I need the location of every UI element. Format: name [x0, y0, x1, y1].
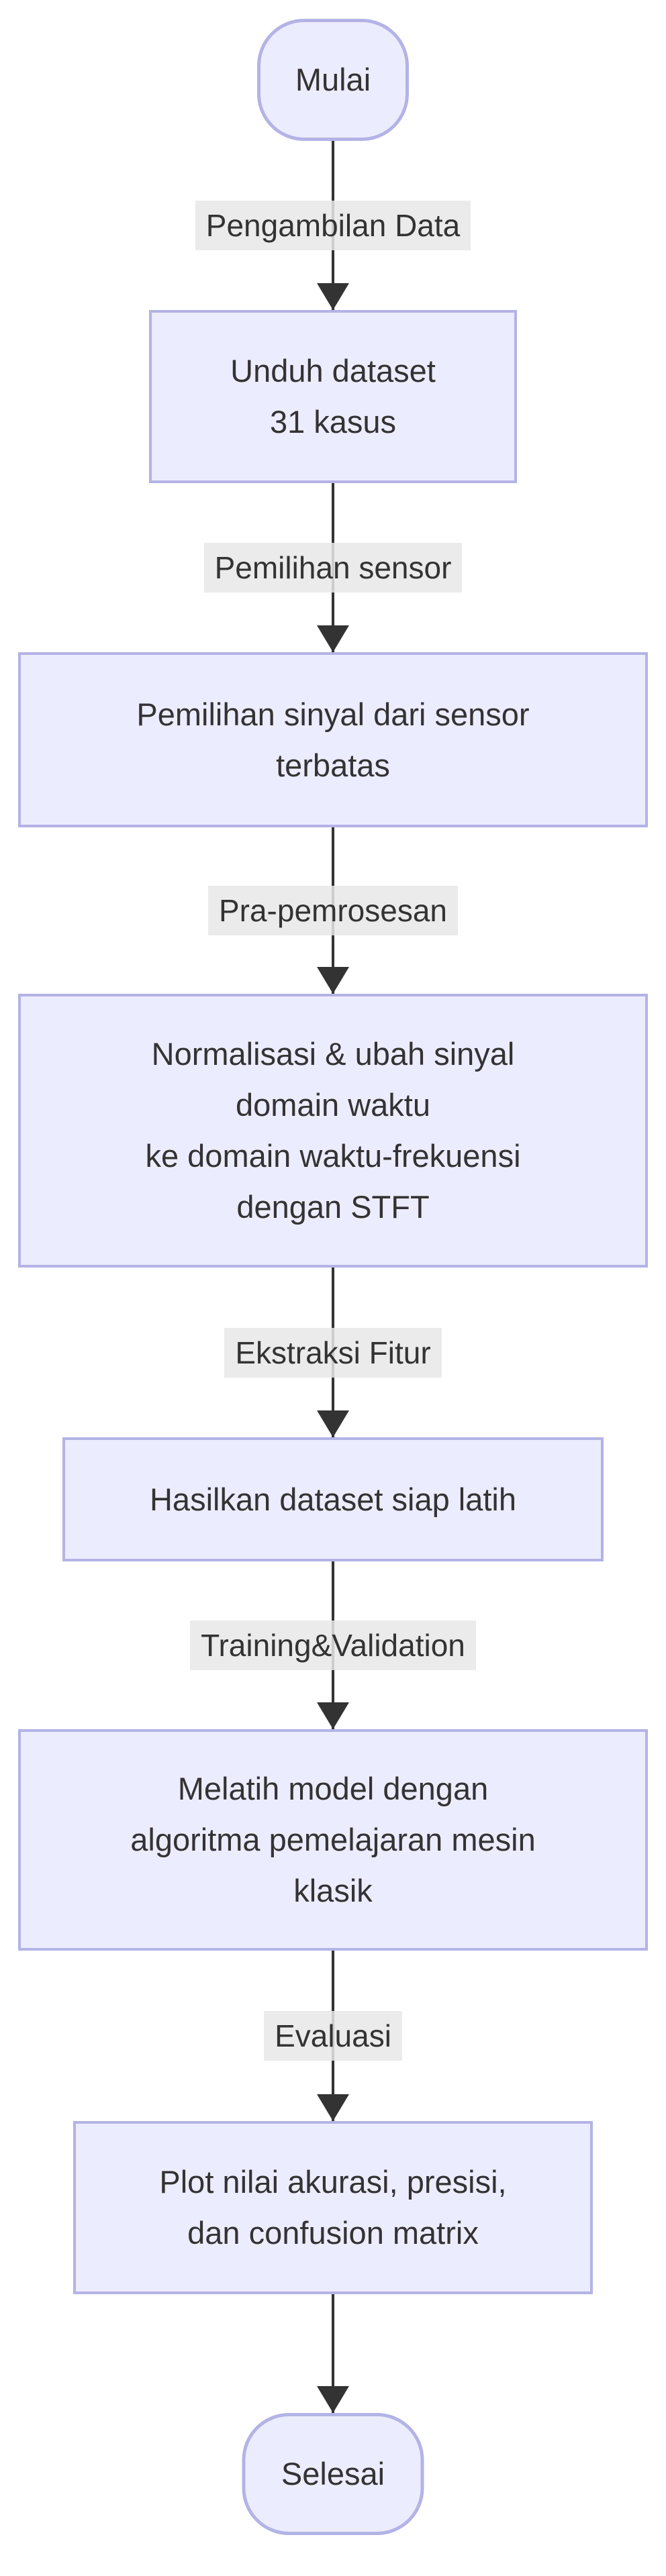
node-hasilkan-dataset-label: Hasilkan dataset siap latih: [149, 1481, 517, 1517]
edge-label-training-validation: Training&Validation: [0, 1620, 666, 1670]
arrowhead-icon: [317, 2386, 349, 2413]
edge-label-pra-pemrosesan: Pra-pemrosesan: [0, 886, 666, 935]
edge-label-text: Pengambilan Data: [195, 201, 471, 250]
node-normalisasi-stft-label: Normalisasi & ubah sinyal domain waktu k…: [145, 1036, 521, 1225]
arrowhead-icon: [317, 625, 349, 652]
node-melatih-model-label: Melatih model dengan algoritma pemelajar…: [130, 1771, 536, 1908]
edge-label-text: Pra-pemrosesan: [207, 886, 459, 935]
node-plot-evaluasi-label: Plot nilai akurasi, presisi, dan confusi…: [159, 2164, 507, 2251]
arrowhead-icon: [317, 1702, 349, 1729]
arrowhead-icon: [317, 2094, 349, 2121]
edge-label-text: Evaluasi: [264, 2011, 402, 2061]
node-selesai: Selesai: [242, 2413, 424, 2535]
node-mulai-label: Mulai: [295, 62, 371, 97]
node-mulai: Mulai: [257, 19, 409, 141]
node-unduh-dataset: Unduh dataset 31 kasus: [149, 310, 517, 483]
arrowhead-icon: [317, 1410, 349, 1437]
node-selesai-label: Selesai: [281, 2456, 385, 2491]
edge-label-text: Pemilihan sensor: [203, 543, 463, 593]
node-pemilihan-sinyal: Pemilihan sinyal dari sensor terbatas: [18, 652, 648, 827]
node-unduh-dataset-label: Unduh dataset 31 kasus: [230, 353, 436, 440]
node-normalisasi-stft: Normalisasi & ubah sinyal domain waktu k…: [18, 994, 648, 1268]
edge-label-evaluasi: Evaluasi: [0, 2011, 666, 2061]
node-pemilihan-sinyal-label: Pemilihan sinyal dari sensor terbatas: [136, 696, 530, 783]
node-plot-evaluasi: Plot nilai akurasi, presisi, dan confusi…: [73, 2121, 593, 2294]
node-hasilkan-dataset: Hasilkan dataset siap latih: [62, 1437, 604, 1561]
edge-label-pengambilan-data: Pengambilan Data: [0, 201, 666, 250]
edge-label-ekstraksi-fitur: Ekstraksi Fitur: [0, 1328, 666, 1378]
edge-plot-selesai: [332, 2294, 334, 2413]
edge-label-text: Ekstraksi Fitur: [224, 1328, 442, 1378]
node-melatih-model: Melatih model dengan algoritma pemelajar…: [18, 1729, 648, 1951]
edge-label-pemilihan-sensor: Pemilihan sensor: [0, 543, 666, 593]
arrowhead-icon: [317, 967, 349, 994]
arrowhead-icon: [317, 283, 349, 310]
edge-label-text: Training&Validation: [190, 1620, 476, 1670]
